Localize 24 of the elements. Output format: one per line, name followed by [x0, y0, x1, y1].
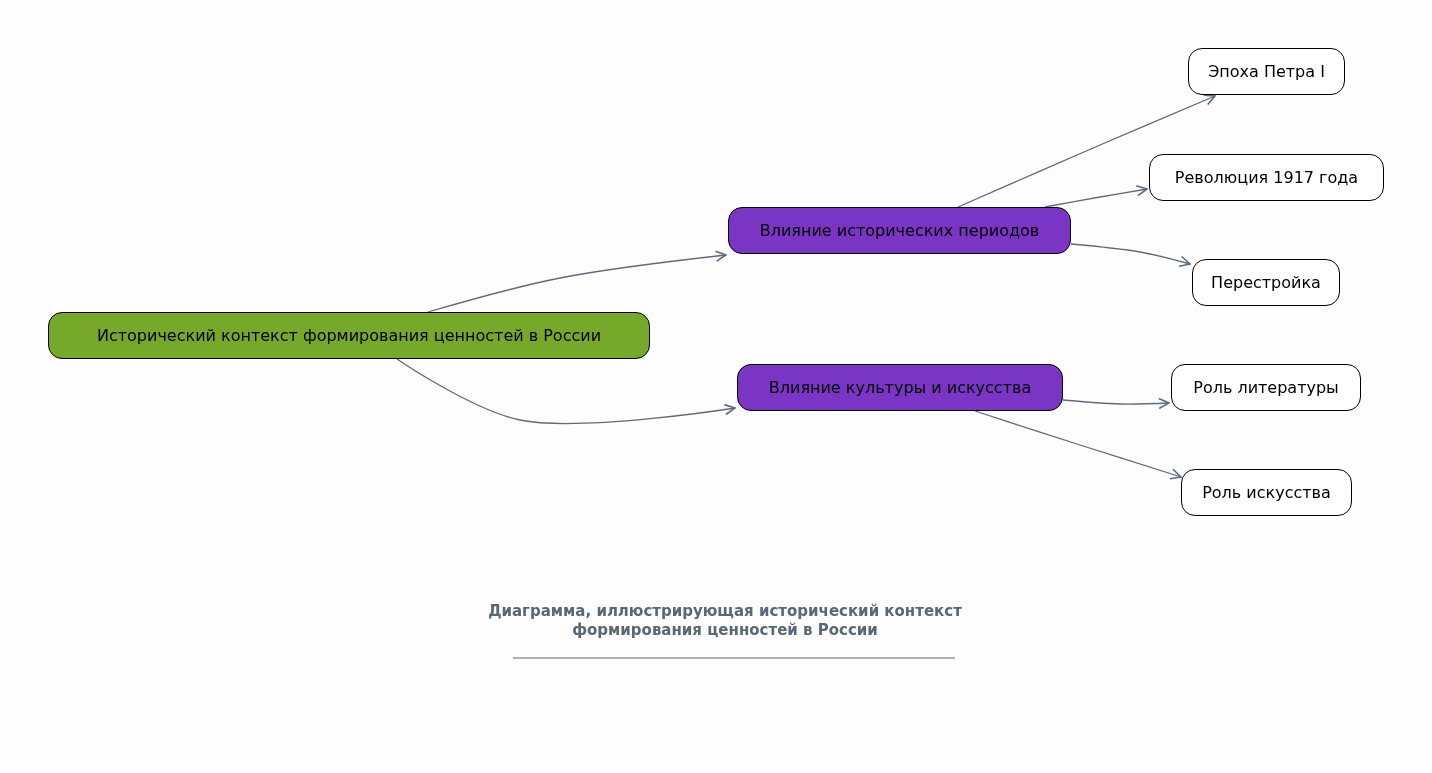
arrow [957, 94, 1216, 208]
arrow [427, 250, 727, 313]
arrow [974, 410, 1182, 480]
process-box [1188, 48, 1345, 95]
process-box [1192, 259, 1340, 306]
process-box [728, 207, 1071, 254]
node-label: Исторический контекст формирования ценностей в России [96, 326, 602, 345]
process-box [48, 312, 650, 359]
process-box [737, 364, 1063, 411]
node-label: Роль искусства [1202, 483, 1331, 502]
process-box [1149, 154, 1384, 201]
arrow [396, 358, 736, 425]
node-label: Роль литературы [1193, 378, 1339, 397]
node-label: Влияние исторических периодов [759, 221, 1040, 240]
caption: Диаграмма, иллюстрирующая исторический контекст формирования ценностей в России [487, 602, 963, 640]
arrow [1044, 184, 1148, 208]
node-label: Эпоха Петра I [1208, 62, 1325, 81]
node-label: Перестройка [1211, 273, 1321, 292]
process-box [1171, 364, 1361, 411]
arrow [1062, 397, 1170, 410]
node-label: Революция 1917 года [1174, 168, 1359, 187]
process-box [1181, 469, 1352, 516]
arrow [1070, 243, 1191, 267]
node-label: Влияние культуры и искусства [768, 378, 1032, 397]
